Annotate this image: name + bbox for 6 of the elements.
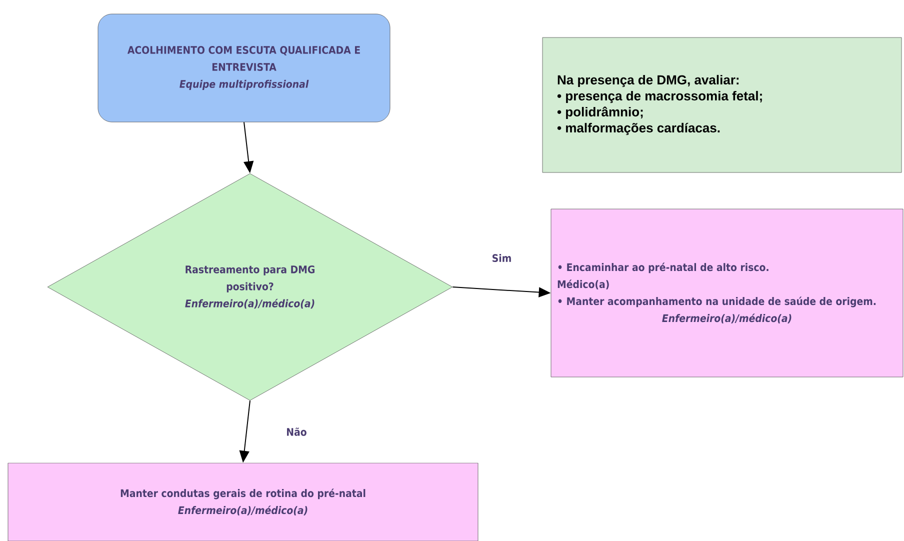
rounded-box: ACOLHIMENTO COM ESCUTA QUALIFICADA E ENTREVISTA Equipe multiprofissional xyxy=(98,14,390,122)
process-box: • Encaminhar ao pré-natal de alto risco. Médico(a) • Manter acompanhamento na unidade de saúde de origem. Enfermeiro(a)/médico(a) xyxy=(550,208,904,378)
process-box: Manter condutas gerais de rotina do pré-natal Enfermeiro(a)/médico(a) xyxy=(8,462,478,541)
edge-label: Não xyxy=(285,426,308,437)
edge-label: Sim xyxy=(490,252,513,264)
note-box: Na presença de DMG, avaliar: • presença de macrossomia fetal; • polidrâmnio; • malformações cardíacas. xyxy=(542,37,902,173)
